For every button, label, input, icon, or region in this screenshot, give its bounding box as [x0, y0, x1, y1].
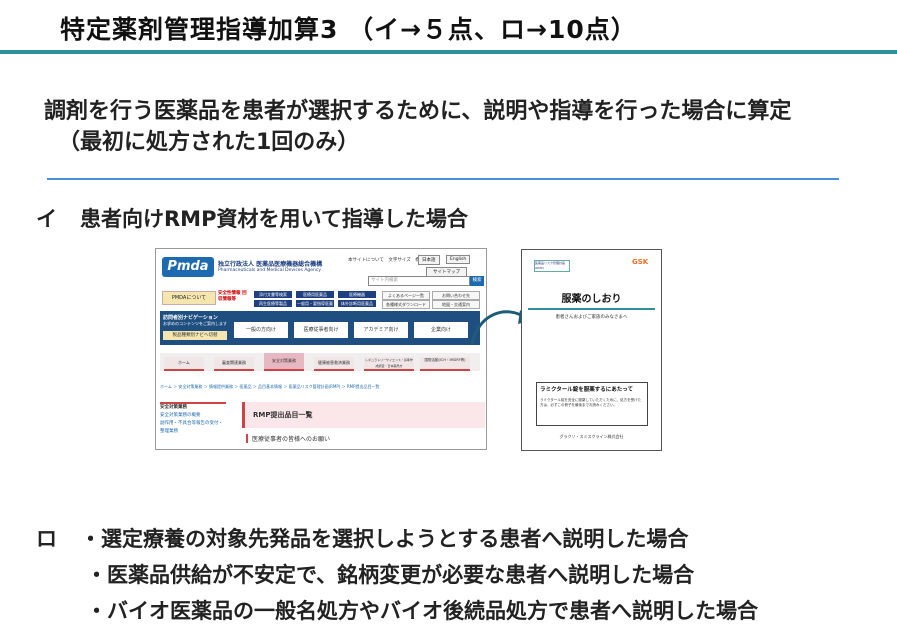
pmda-about: PMDAについて	[162, 291, 216, 305]
page-title: 特定薬剤管理指導加算3 （イ→５点、ロ→10点）	[60, 15, 637, 44]
item-i-text: 患者向けRMP資材を用いて指導した場合	[80, 207, 468, 231]
item-ro-line-2: ・医薬品供給が不安定で、銘柄変更が必要な患者へ説明した場合	[86, 563, 695, 587]
pmda-logo: Pmda	[162, 257, 214, 277]
pmda-nav-right: 地図・交通案内	[432, 300, 480, 309]
pmda-nav-button: 体外診断用医薬品	[338, 300, 376, 307]
item-ro-lines: ・選定療養の対象先発品を選択しようとする患者へ説明した場合 ・医薬品供給が不安定…	[80, 521, 758, 629]
pmda-tab: 国際活動(ICH・IMDRF等)	[420, 357, 470, 371]
pmda-lang-en: English	[446, 255, 471, 264]
brochure-title: 服薬のしおり	[561, 294, 622, 305]
pmda-search-button: 検索	[470, 276, 484, 286]
pmda-org-name-en: Pharmaceuticals and Medical Devices Agen…	[218, 268, 322, 273]
pmda-page-heading: RMP提出品目一覧	[242, 402, 485, 428]
brochure-box	[536, 382, 648, 426]
item-ro-line-1: ・選定療養の対象先発品を選択しようとする患者へ説明した場合	[80, 527, 689, 551]
pmda-tab-active: 安全対策業務	[264, 353, 304, 371]
brochure-subtitle: 患者さんおよびご家族のみなさまへ	[555, 315, 628, 320]
pmda-sidebar: 安全対策業務 安全対策業務の概要 副作用・不具合等報告の受付・整理業務	[160, 402, 226, 449]
pmda-tab: 審査関連業務	[214, 357, 254, 371]
item-ro-mark: ロ	[36, 527, 57, 551]
patient-rmp-brochure: 医薬品リスク管理計画 (RMP) GSK 服薬のしおり 患者さんおよびご家族のみ…	[521, 249, 662, 451]
gsk-logo: GSK	[632, 258, 649, 266]
pmda-nav-right: よくあるページ一覧	[382, 291, 430, 300]
pmda-navigator-sub: お求めのコンテンツをご案内します	[163, 321, 227, 326]
brochure-title-rule	[528, 308, 655, 310]
pmda-audience-general: 一般の方向け	[234, 322, 288, 338]
section-divider	[47, 178, 839, 180]
title-underline	[0, 50, 897, 54]
pmda-audience-industry: 企業向け	[414, 322, 468, 338]
pmda-lang-ja: 日本語	[418, 255, 440, 265]
pmda-nav-button: 添付文書等検索	[254, 291, 292, 298]
pmda-nav-button: 医療用医薬品	[296, 291, 334, 298]
intro-line-2: （最初に処方された1回のみ）	[58, 130, 360, 155]
item-ro-line-3: ・バイオ医薬品の一般名処方やバイオ後続品処方で患者へ説明した場合	[86, 599, 758, 623]
pmda-org-name: 独立行政法人 医薬品医療機器総合機構	[218, 261, 323, 268]
pmda-nav-right: 各種様式ダウンロード	[382, 300, 430, 309]
pmda-top-links: 本サイトについて 文字サイズ 標準 拡大	[348, 258, 438, 263]
item-i: イ患者向けRMP資材を用いて指導した場合	[36, 203, 468, 233]
intro-text: 調剤を行う医薬品を患者が選択するために、説明や指導を行った場合に算定 （最初に処…	[44, 96, 791, 158]
intro-line-1: 調剤を行う医薬品を患者が選択するために、説明や指導を行った場合に算定	[44, 99, 792, 124]
pmda-tab: レギュラトリーサイエンス・基準作成調査・日本薬局方	[364, 357, 414, 371]
pmda-nav-button: 一般用・要指導医薬品	[296, 300, 334, 313]
pmda-tab: ホーム	[164, 357, 204, 371]
pmda-tab: 健康被害救済業務	[314, 357, 354, 371]
pmda-audience-academia: アカデミア向け	[354, 322, 408, 338]
pmda-sidebar-head: 安全対策業務	[160, 405, 187, 410]
pmda-website-screenshot: Pmda 独立行政法人 医薬品医療機器総合機構 Pharmaceuticals …	[155, 248, 487, 450]
pmda-sidebar-item: 安全対策業務の概要	[160, 413, 201, 418]
pmda-safety-info: 安全性情報 回収情報等	[218, 291, 247, 302]
brochure-box-title: ラミクタール錠を服薬するにあたって	[540, 387, 634, 393]
item-i-mark: イ	[36, 207, 57, 231]
pmda-nav-button: 再生医療等製品	[254, 300, 292, 307]
pmda-sidebar-item: 副作用・不具合等報告の受付・整理業務	[160, 421, 223, 434]
brochure-footer: グラクソ・スミスクライン株式会社	[559, 434, 624, 439]
pmda-nav-right: お問い合わせ先	[432, 291, 480, 300]
pmda-notice: 医療従事者の皆様へのお願い	[246, 434, 330, 443]
pmda-audience-medical: 医療従事者向け	[294, 322, 348, 338]
brochure-box-text: ラミクタール錠を安全に服薬していただくために、処方を受けた方は、必ずこの冊子を最…	[540, 398, 642, 407]
pmda-breadcrumb: ホーム ＞ 安全対策業務 ＞ 情報提供業務 ＞ 医薬品 ＞ 品目基本情報 ＞ 医…	[160, 384, 380, 389]
brochure-tag: 医薬品リスク管理計画 (RMP)	[534, 260, 570, 272]
pmda-navigator-title: 訪問者別ナビゲーション	[163, 315, 218, 321]
pmda-nav-button: 医療機器	[338, 291, 376, 298]
pmda-navigator-tab: 製品種類別ナビへ切替	[163, 331, 227, 340]
pmda-search-input: サイト内検索	[368, 276, 470, 286]
